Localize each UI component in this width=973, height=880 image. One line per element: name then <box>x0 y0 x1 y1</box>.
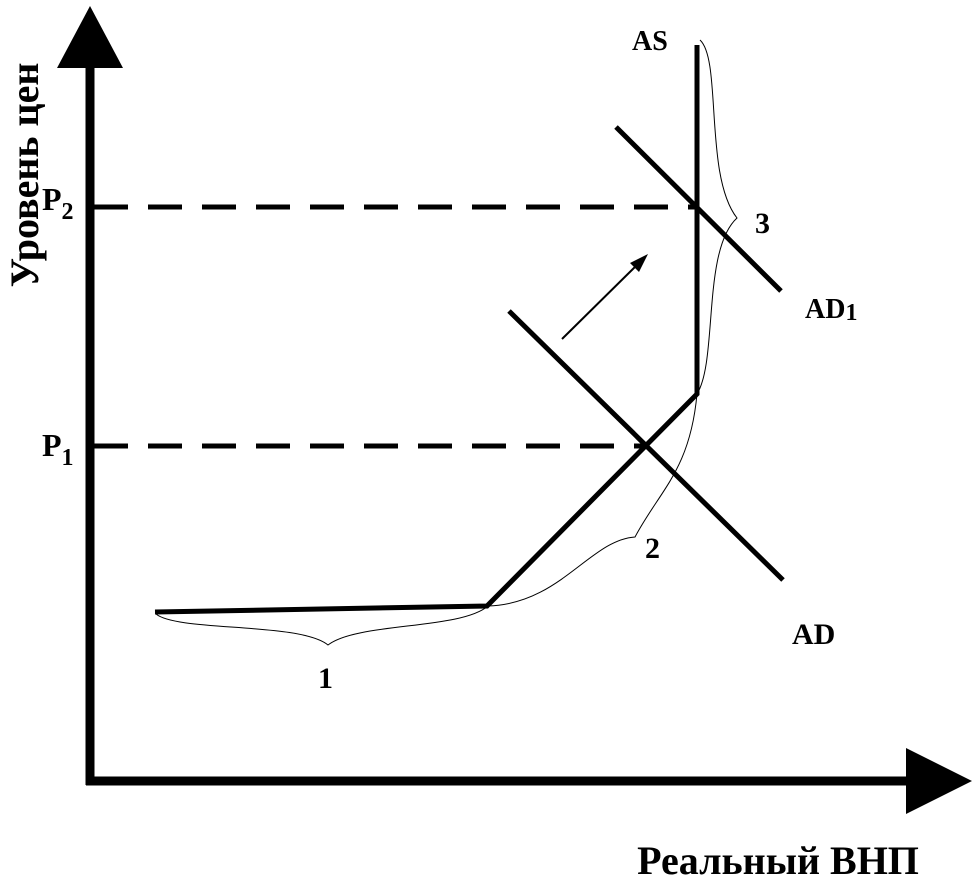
segment-2-label: 2 <box>645 532 660 565</box>
as-label: AS <box>632 26 668 57</box>
p2-label: P2 <box>42 181 74 225</box>
x-axis-title: Реальный ВНП <box>637 838 919 880</box>
segment-1-brace <box>155 605 489 646</box>
segment-3-brace <box>696 39 738 395</box>
segment-1-label: 1 <box>318 662 333 695</box>
as-curve <box>154 45 700 615</box>
segment-3-label: 3 <box>755 207 770 240</box>
y-axis-arrow-icon <box>57 6 123 68</box>
y-axis-title: Уровень цен <box>2 63 47 288</box>
demand-shift-arrow <box>561 262 640 340</box>
segment-2-brace <box>487 393 698 607</box>
ad1-label: AD1 <box>805 294 857 326</box>
ad-label: AD <box>792 618 835 651</box>
demand-shift-arrowhead-icon <box>630 254 648 272</box>
ad1-curve <box>614 125 783 293</box>
p1-label: P1 <box>42 427 74 471</box>
x-axis-arrow-icon <box>906 748 972 814</box>
ad-curve <box>507 309 785 582</box>
